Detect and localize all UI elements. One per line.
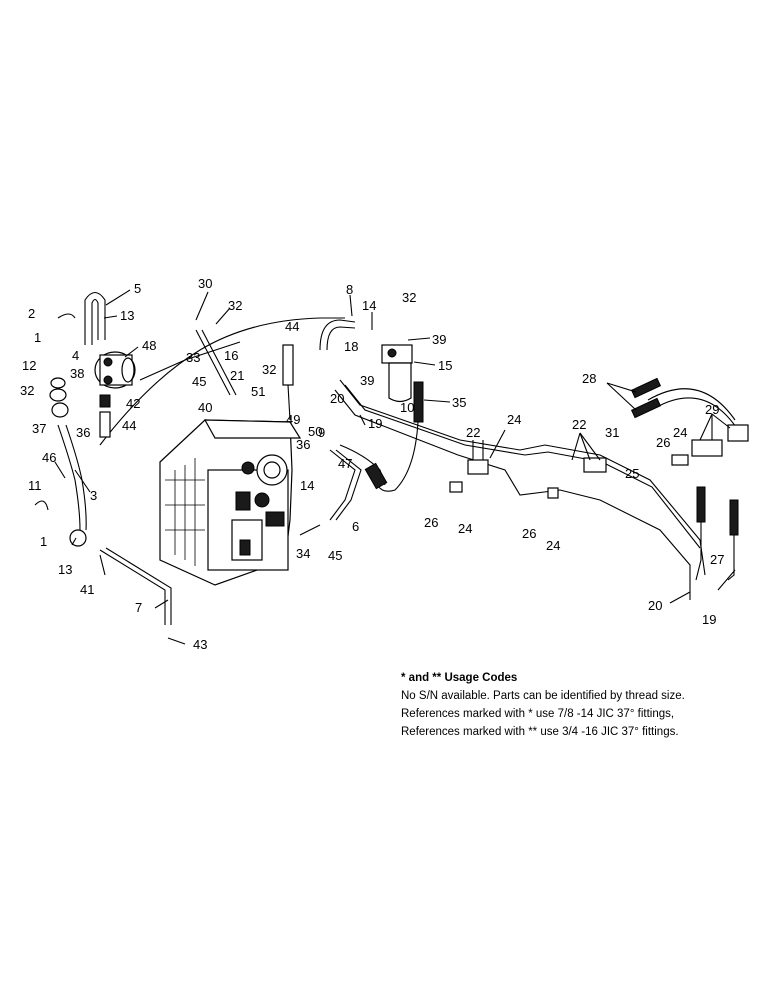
pump [94, 351, 136, 389]
callout-30c: 32 [262, 362, 276, 377]
callout-25: 25 [625, 466, 639, 481]
usage-codes-notes: * and ** Usage Codes No S/N available. P… [401, 669, 761, 741]
notes-line-1: No S/N available. Parts can be identifie… [401, 690, 685, 702]
callout-23: 24 [507, 412, 521, 427]
callout-26c: 26 [656, 435, 670, 450]
callout-45b: 45 [328, 548, 342, 563]
callout-1b: 1 [40, 534, 47, 549]
callout-15: 14 [362, 298, 376, 313]
callout-10: 10 [400, 400, 414, 415]
callout-18: 18 [344, 339, 358, 354]
callout-28: 28 [582, 371, 596, 386]
callout-31: 30 [198, 276, 212, 291]
callout-16: 16 [224, 348, 238, 363]
callout-1: 1 [34, 330, 41, 345]
callout-30b: 32 [228, 298, 242, 313]
hose-lines [34, 291, 749, 625]
callout-48: 48 [142, 338, 156, 353]
filter [381, 344, 413, 403]
callout-2: 2 [28, 306, 35, 321]
callout-36b: 36 [296, 437, 310, 452]
callout-40: 40 [198, 400, 212, 415]
callout-42: 42 [126, 396, 140, 411]
callout-34: 34 [296, 546, 310, 561]
callout-22b: 22 [572, 417, 586, 432]
callout-24: 24 [458, 521, 472, 536]
callout-19b: 19 [702, 612, 716, 627]
callout-13b: 13 [58, 562, 72, 577]
callout-4: 4 [72, 348, 79, 363]
callout-41: 41 [80, 582, 94, 597]
callout-14: 15 [438, 358, 452, 373]
callout-5: 5 [134, 281, 141, 296]
callout-38: 38 [70, 366, 84, 381]
callout-30d: 32 [402, 290, 416, 305]
callout-33: 33 [186, 350, 200, 365]
callout-26b: 26 [522, 526, 536, 541]
callout-6: 6 [352, 519, 359, 534]
callout-21: 21 [230, 368, 244, 383]
callout-7: 7 [135, 600, 142, 615]
callout-26: 26 [424, 515, 438, 530]
callout-49: 49 [286, 412, 300, 427]
callout-46: 47 [338, 456, 352, 471]
callout-labels: 2 1 5 13 48 4 12 38 32 42 37 36 44 46 3 … [20, 276, 724, 652]
callout-35: 35 [452, 395, 466, 410]
callout-9: 9 [318, 425, 325, 440]
callout-11: 11 [28, 478, 42, 493]
callout-20: 20 [330, 391, 344, 406]
notes-heading: * and ** Usage Codes [401, 672, 518, 684]
callout-29: 29 [705, 402, 719, 417]
callout-39b: 39 [360, 373, 374, 388]
callout-13: 13 [120, 308, 134, 323]
callout-45: 45 [192, 374, 206, 389]
callout-19: 19 [368, 416, 382, 431]
callout-15b: 14 [300, 478, 314, 493]
leader-lines [54, 289, 736, 645]
callout-22: 22 [466, 425, 480, 440]
callout-44b: 44 [285, 319, 299, 334]
transmission-housing [159, 419, 302, 586]
callout-37: 37 [32, 421, 46, 436]
callout-12: 12 [22, 358, 36, 373]
notes-line-3: References marked with ** use 3/4 -16 JI… [401, 726, 679, 738]
callout-39: 39 [432, 332, 446, 347]
callout-20b: 20 [648, 598, 662, 613]
callout-44: 44 [122, 418, 136, 433]
callout-51: 51 [251, 384, 265, 399]
callout-27: 27 [710, 552, 724, 567]
callout-8: 8 [346, 282, 353, 297]
callout-24b: 24 [546, 538, 560, 553]
callout-50: 50 [308, 424, 322, 439]
callout-43: 43 [193, 637, 207, 652]
callout-32: 31 [605, 425, 619, 440]
callout-47: 46 [42, 450, 56, 465]
callout-24c: 24 [673, 425, 687, 440]
callout-3: 3 [90, 488, 97, 503]
callout-30: 32 [20, 383, 34, 398]
callout-36: 36 [76, 425, 90, 440]
notes-line-2: References marked with * use 7/8 -14 JIC… [401, 708, 675, 720]
